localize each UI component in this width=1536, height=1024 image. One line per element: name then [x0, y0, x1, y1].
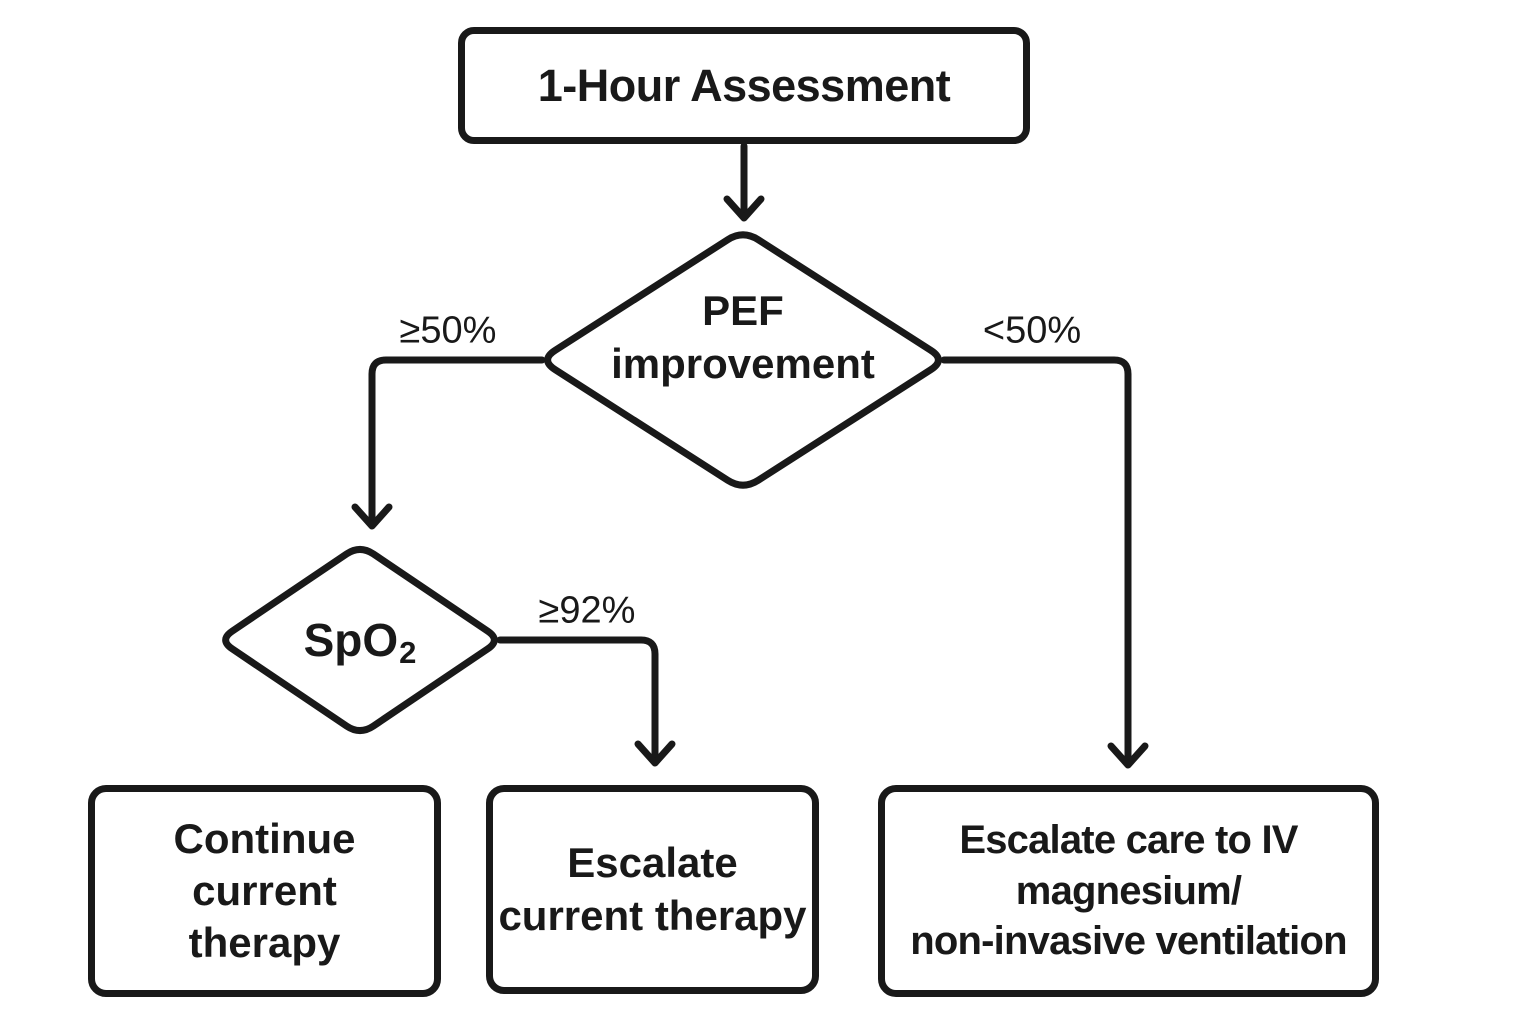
edge-label-pef-lt50: <50% — [982, 309, 1082, 352]
edge-pef-to-escalate-care — [940, 356, 1132, 767]
node-continue-therapy: Continue current therapy — [88, 785, 441, 997]
node-escalate-therapy: Escalate current therapy — [486, 785, 819, 994]
edge-label-pef-ge50: ≥50% — [399, 309, 497, 352]
escalate-therapy-line2: current therapy — [498, 891, 807, 939]
arrowhead-pef-to-escalate-care — [1107, 742, 1149, 769]
arrowhead-assessment-to-pef — [723, 195, 765, 222]
escalate-care-line2: magnesium/ — [1015, 868, 1242, 913]
arrowhead-pef-to-spo2 — [351, 503, 393, 530]
edge-spo2-to-escalate-therapy — [496, 636, 659, 765]
escalate-care-line1: Escalate care to IV — [959, 818, 1298, 863]
escalate-care-line3: non-invasive ventilation — [910, 919, 1347, 964]
continue-therapy-line1: Continue — [173, 814, 356, 862]
node-assessment-label: 1-Hour Assessment — [537, 59, 951, 111]
escalate-therapy-line1: Escalate — [567, 839, 738, 887]
node-assessment: 1-Hour Assessment — [458, 27, 1030, 144]
node-escalate-care: Escalate care to IV magnesium/ non-invas… — [878, 785, 1379, 997]
continue-therapy-line3: therapy — [188, 919, 341, 967]
edge-pef-to-spo2 — [368, 356, 546, 528]
arrowhead-spo2-to-escalate-therapy — [634, 740, 676, 767]
edge-label-spo2-ge92: ≥92% — [538, 589, 636, 632]
spo2-decision-diamond — [222, 545, 498, 735]
continue-therapy-line2: current — [192, 866, 337, 914]
pef-decision-diamond — [544, 231, 942, 489]
